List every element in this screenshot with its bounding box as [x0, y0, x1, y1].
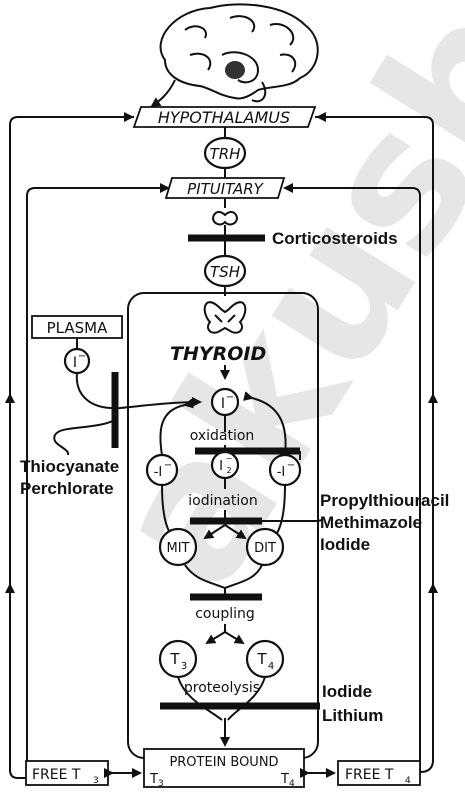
- protein-bound-node: PROTEIN BOUND T 3 T 4: [144, 749, 304, 789]
- t4-subscript: 4: [268, 661, 274, 672]
- plasma-iodide-charge: −: [78, 351, 86, 362]
- t3-node: T 3: [160, 641, 196, 677]
- t4-label: T: [256, 650, 267, 668]
- iodination-label: iodination: [188, 493, 258, 509]
- trh-node: TRH: [205, 138, 245, 168]
- thyroid-iodide-node: I −: [212, 389, 238, 415]
- i2-node: I 2 −: [212, 452, 238, 478]
- plasma-label: PLASMA: [47, 319, 108, 337]
- iodide-proteolysis-label: Iodide: [322, 682, 372, 701]
- left-deiodination-label: -I: [154, 465, 163, 480]
- free-t4-label: FREE T: [345, 767, 394, 783]
- pituitary-label: PITUITARY: [187, 180, 265, 198]
- dit-node: DIT: [247, 529, 283, 565]
- plasma-iodide-node: I −: [65, 349, 89, 373]
- free-t3-subscript: 3: [93, 776, 99, 786]
- left-deiodination-charge: −: [164, 460, 172, 471]
- trh-label: TRH: [210, 145, 241, 163]
- to-t3-arrow: [207, 632, 225, 643]
- pituitary-node: PITUITARY: [166, 178, 284, 198]
- to-t4-arrow: [225, 632, 243, 643]
- hypothalamus-node: HYPOTHALAMUS: [134, 107, 315, 127]
- plasma-node: PLASMA: [32, 316, 122, 338]
- hypothalamus-label: HYPOTHALAMUS: [158, 108, 290, 127]
- thyroid-iodide-label: I: [221, 396, 225, 412]
- dit-label: DIT: [254, 541, 276, 556]
- protein-bound-t4-letter: T: [280, 772, 289, 787]
- free-t4-subscript: 4: [405, 776, 411, 786]
- oxidation-label: oxidation: [190, 428, 255, 444]
- protein-bound-t3-subscript: 3: [158, 779, 164, 789]
- tsh-node: TSH: [205, 256, 245, 286]
- thyroid-iodide-charge: −: [226, 392, 234, 403]
- coupling-label: coupling: [195, 606, 255, 622]
- methimazole-label: Methimazole: [320, 513, 422, 532]
- propylthiouracil-label: Propylthiouracil: [320, 491, 449, 510]
- iodide-inhibitor-label: Iodide: [320, 535, 370, 554]
- right-deiodination-label: -I: [277, 465, 286, 480]
- mit-label: MIT: [167, 541, 190, 556]
- i2-label: I: [219, 459, 223, 474]
- protein-bound-t4-subscript: 4: [289, 779, 295, 789]
- free-t3-label: FREE T: [32, 767, 81, 783]
- t3-label: T: [169, 650, 180, 668]
- t4-node: T 4: [247, 641, 283, 677]
- proteolysis-label: proteolysis: [184, 680, 260, 696]
- right-deiodination-charge: −: [287, 460, 295, 471]
- iodination-pointer-line: [262, 520, 322, 521]
- free-t4-node: FREE T 4: [338, 761, 420, 786]
- protein-bound-label: PROTEIN BOUND: [169, 755, 278, 770]
- plasma-iodide-label: I: [73, 355, 77, 371]
- right-deiodination-node: -I −: [270, 455, 300, 485]
- thiocyanate-label: Thiocyanate: [20, 457, 119, 476]
- i2-charge: −: [226, 454, 233, 463]
- brain-illustration: [152, 4, 318, 106]
- thyroid-label: THYROID: [170, 343, 266, 365]
- i2-subscript: 2: [226, 466, 231, 475]
- t3-subscript: 3: [181, 661, 187, 672]
- lithium-label: Lithium: [322, 706, 383, 725]
- mit-node: MIT: [160, 529, 196, 565]
- left-deiodination-node: -I −: [147, 455, 177, 485]
- corticosteroids-label: Corticosteroids: [272, 229, 398, 248]
- free-t3-node: FREE T 3: [26, 761, 108, 786]
- tsh-label: TSH: [210, 263, 240, 281]
- protein-bound-t3-letter: T: [149, 772, 158, 787]
- perchlorate-label: Perchlorate: [20, 479, 114, 498]
